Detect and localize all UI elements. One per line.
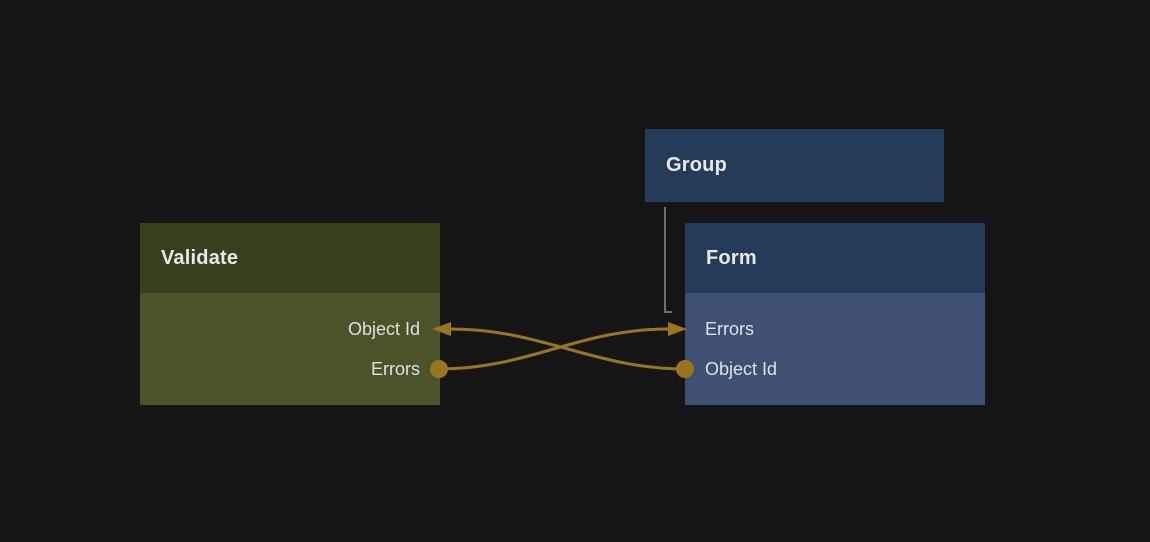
connection-validate-errors-to-form-errors[interactable] <box>438 327 669 371</box>
port-validate-errors[interactable]: Errors <box>371 359 420 379</box>
node-form-title: Form <box>706 246 757 269</box>
group-form-hierarchy-line <box>664 207 672 313</box>
node-validate-title: Validate <box>161 246 239 269</box>
node-group-title: Group <box>666 154 727 176</box>
node-validate-header[interactable]: Validate <box>140 223 440 293</box>
node-group-header[interactable]: Group <box>645 129 944 202</box>
port-validate-object-id[interactable]: Object Id <box>347 319 420 339</box>
port-form-errors[interactable]: Errors <box>705 319 754 339</box>
node-form-header[interactable]: Form <box>685 223 985 293</box>
node-validate-body: Object Id Errors <box>140 293 440 405</box>
node-form[interactable]: Form Errors Object Id <box>685 223 985 405</box>
connection-form-object-id-to-validate-object-id[interactable] <box>450 327 686 371</box>
port-form-object-id[interactable]: Object Id <box>705 359 778 379</box>
node-form-body: Errors Object Id <box>685 293 985 405</box>
node-validate[interactable]: Validate Object Id Errors <box>140 223 440 405</box>
node-group[interactable]: Group <box>645 129 944 202</box>
